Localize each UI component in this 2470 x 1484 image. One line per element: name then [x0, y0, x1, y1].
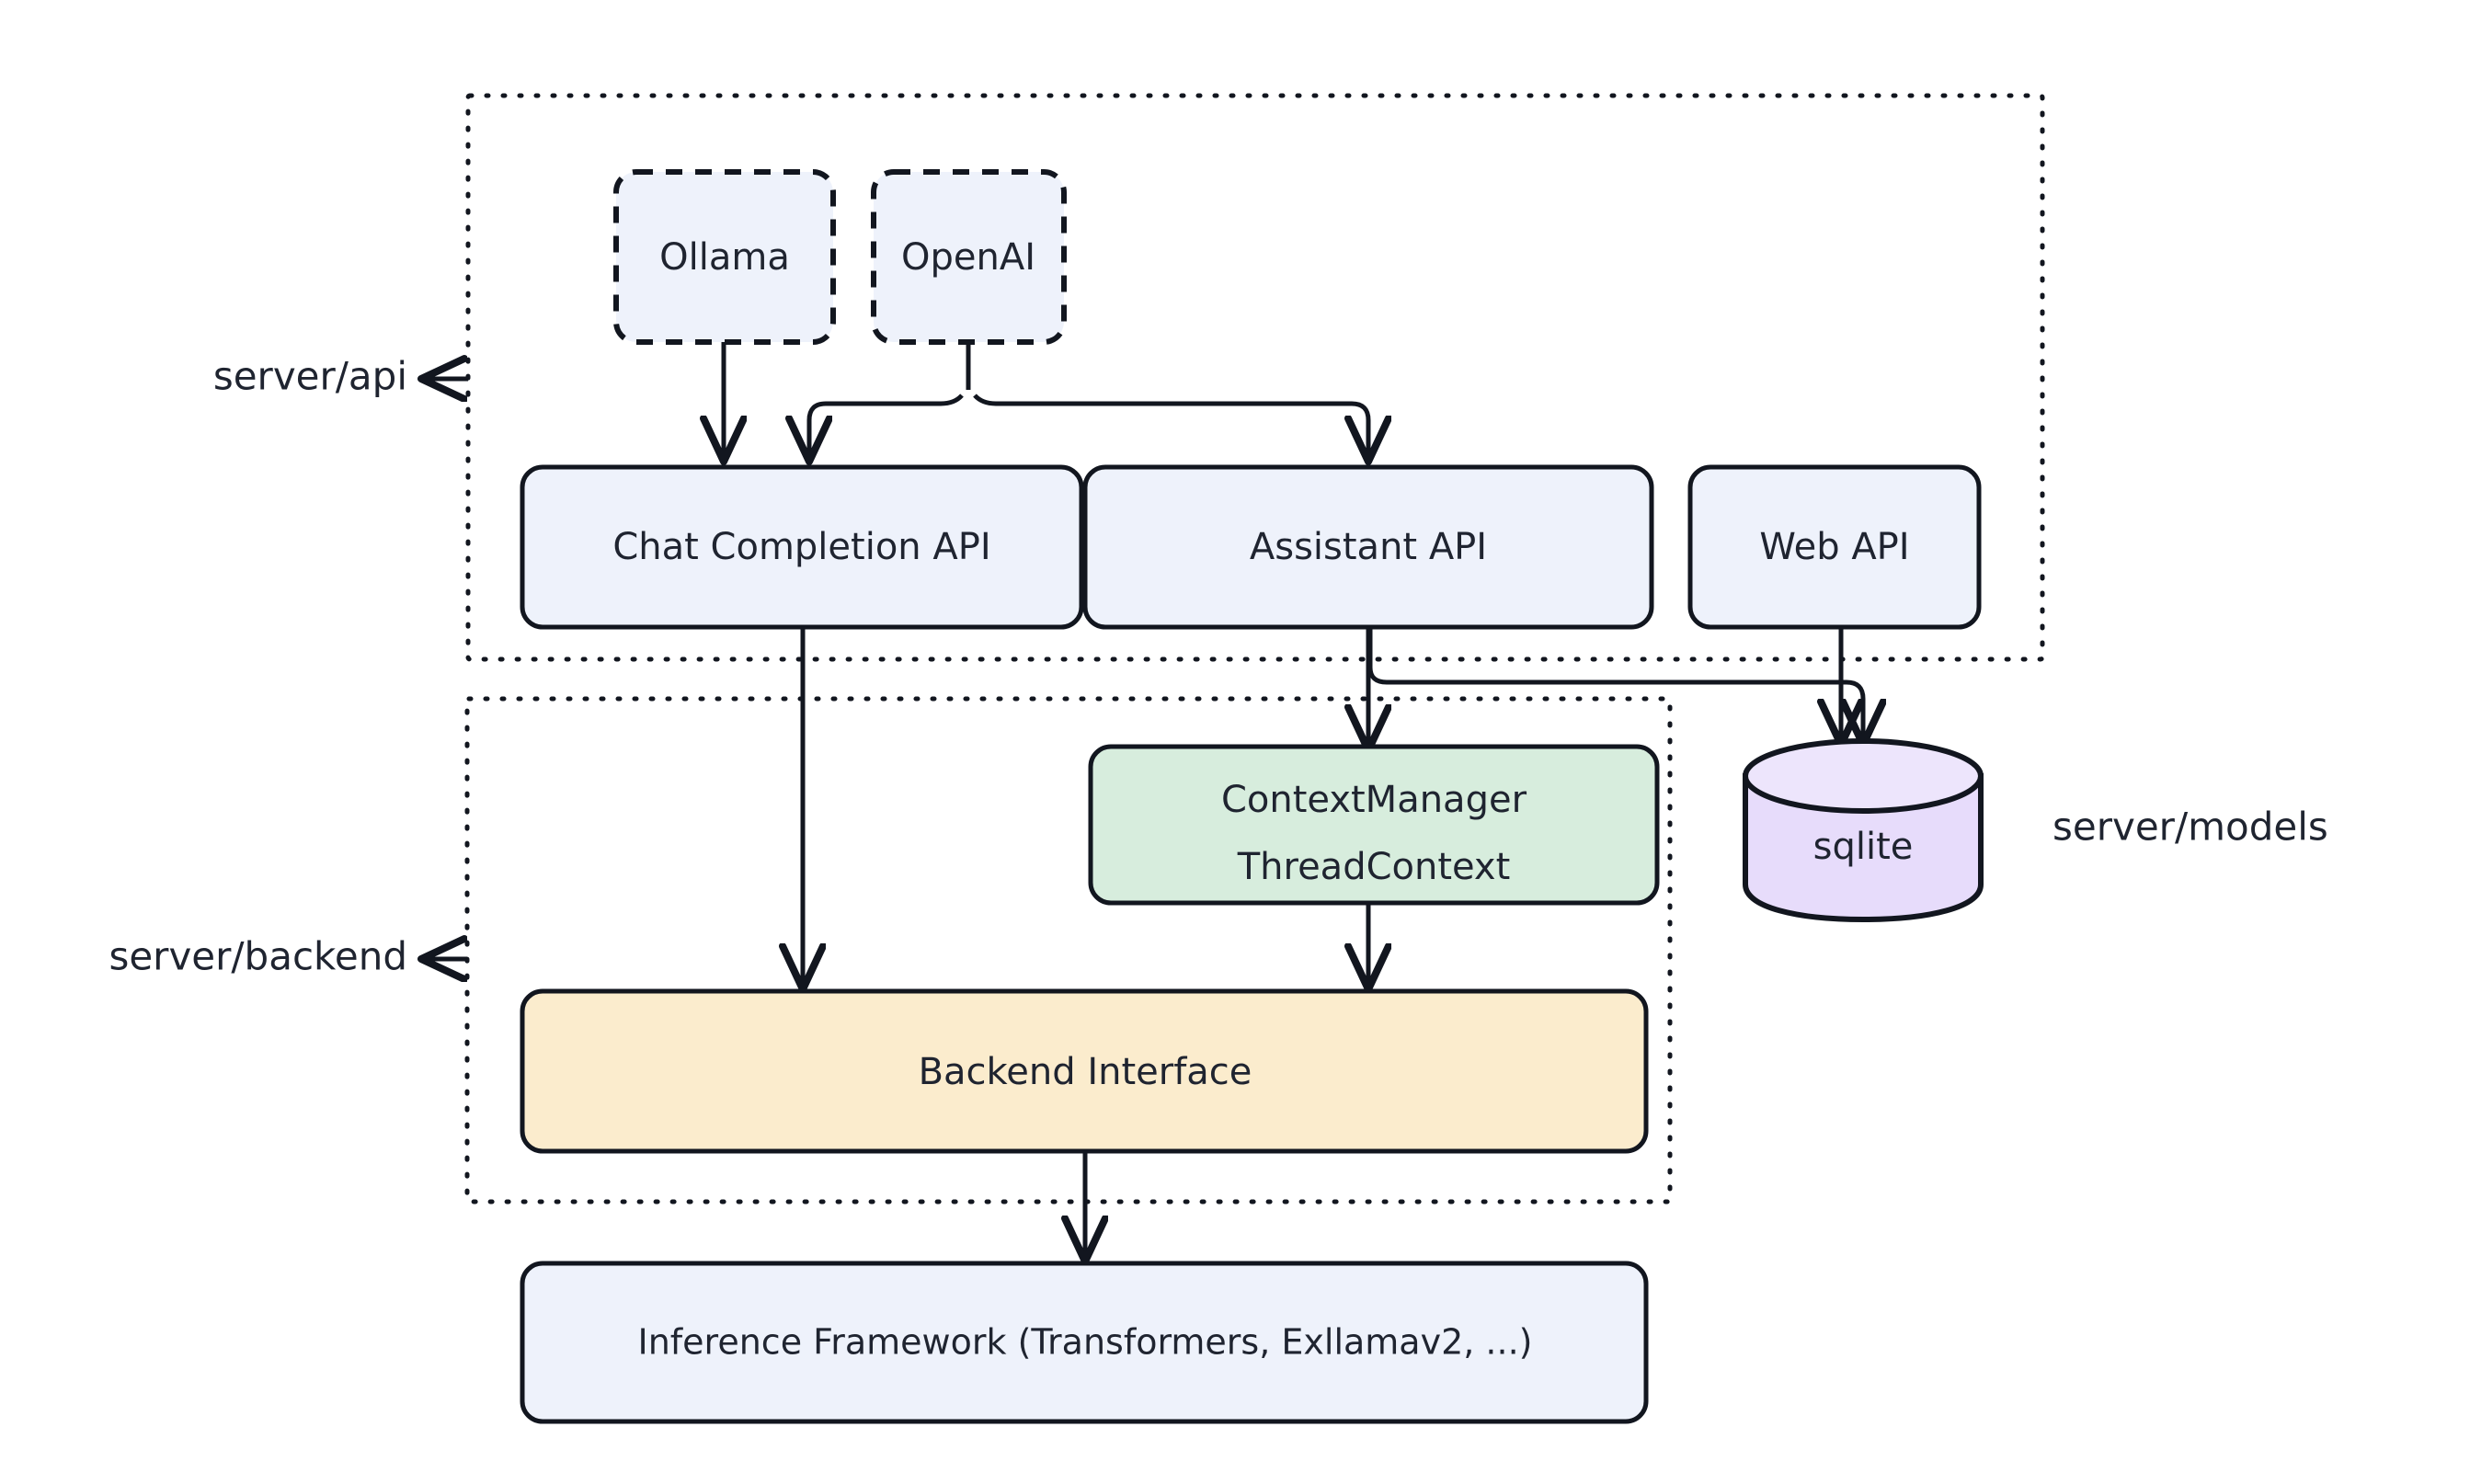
group-label-server-api: server/api	[213, 354, 407, 399]
node-chat-completion-api-box[interactable]	[520, 464, 1084, 630]
node-inference-framework-box[interactable]	[520, 1261, 1649, 1424]
node-ollama[interactable]: Ollama	[613, 169, 836, 345]
node-context-manager[interactable]: ContextManager ThreadContext	[1088, 744, 1660, 906]
node-inference-framework-label: Inference Framework (Transformers, Exlla…	[638, 1322, 1533, 1363]
node-assistant-api-label: Assistant API	[1250, 526, 1487, 568]
group-label-server-backend: server/backend	[109, 934, 407, 979]
node-web-api-box[interactable]	[1687, 464, 1982, 630]
node-openai-label: OpenAI	[901, 236, 1035, 279]
group-container-server-backend	[464, 696, 1673, 1204]
node-backend-interface[interactable]: Backend Interface	[520, 988, 1649, 1154]
edge-openai-to-assistant-branch	[973, 394, 1368, 458]
node-chat-completion-api-label: Chat Completion API	[612, 526, 990, 568]
node-backend-interface-label: Backend Interface	[919, 1051, 1252, 1093]
node-assistant-api-box[interactable]	[1082, 464, 1654, 630]
node-inference-framework[interactable]: Inference Framework (Transformers, Exlla…	[520, 1261, 1649, 1424]
node-ollama-box[interactable]	[613, 169, 836, 345]
edge-openai-to-chat-branch	[809, 394, 964, 458]
node-sqlite[interactable]: sqlite	[1743, 738, 1984, 923]
node-web-api[interactable]: Web API	[1687, 464, 1982, 630]
node-assistant-api[interactable]: Assistant API	[1082, 464, 1654, 630]
group-label-server-models: server/models	[2053, 805, 2328, 850]
edge-assistant-api-to-sqlite	[1367, 627, 1863, 741]
node-openai[interactable]: OpenAI	[871, 169, 1067, 345]
node-context-manager-label-line2: ThreadContext	[1237, 846, 1511, 888]
node-openai-box[interactable]	[871, 169, 1067, 345]
node-backend-interface-box[interactable]	[520, 988, 1649, 1154]
node-sqlite-cylinder-top	[1743, 738, 1984, 814]
node-context-manager-box[interactable]	[1088, 744, 1660, 906]
node-sqlite-cylinder-body[interactable]	[1743, 773, 1984, 923]
node-chat-completion-api[interactable]: Chat Completion API	[520, 464, 1084, 630]
node-web-api-label: Web API	[1759, 526, 1909, 568]
node-context-manager-label-line1: ContextManager	[1221, 779, 1527, 821]
node-sqlite-label: sqlite	[1813, 826, 1914, 868]
node-ollama-label: Ollama	[659, 236, 790, 279]
